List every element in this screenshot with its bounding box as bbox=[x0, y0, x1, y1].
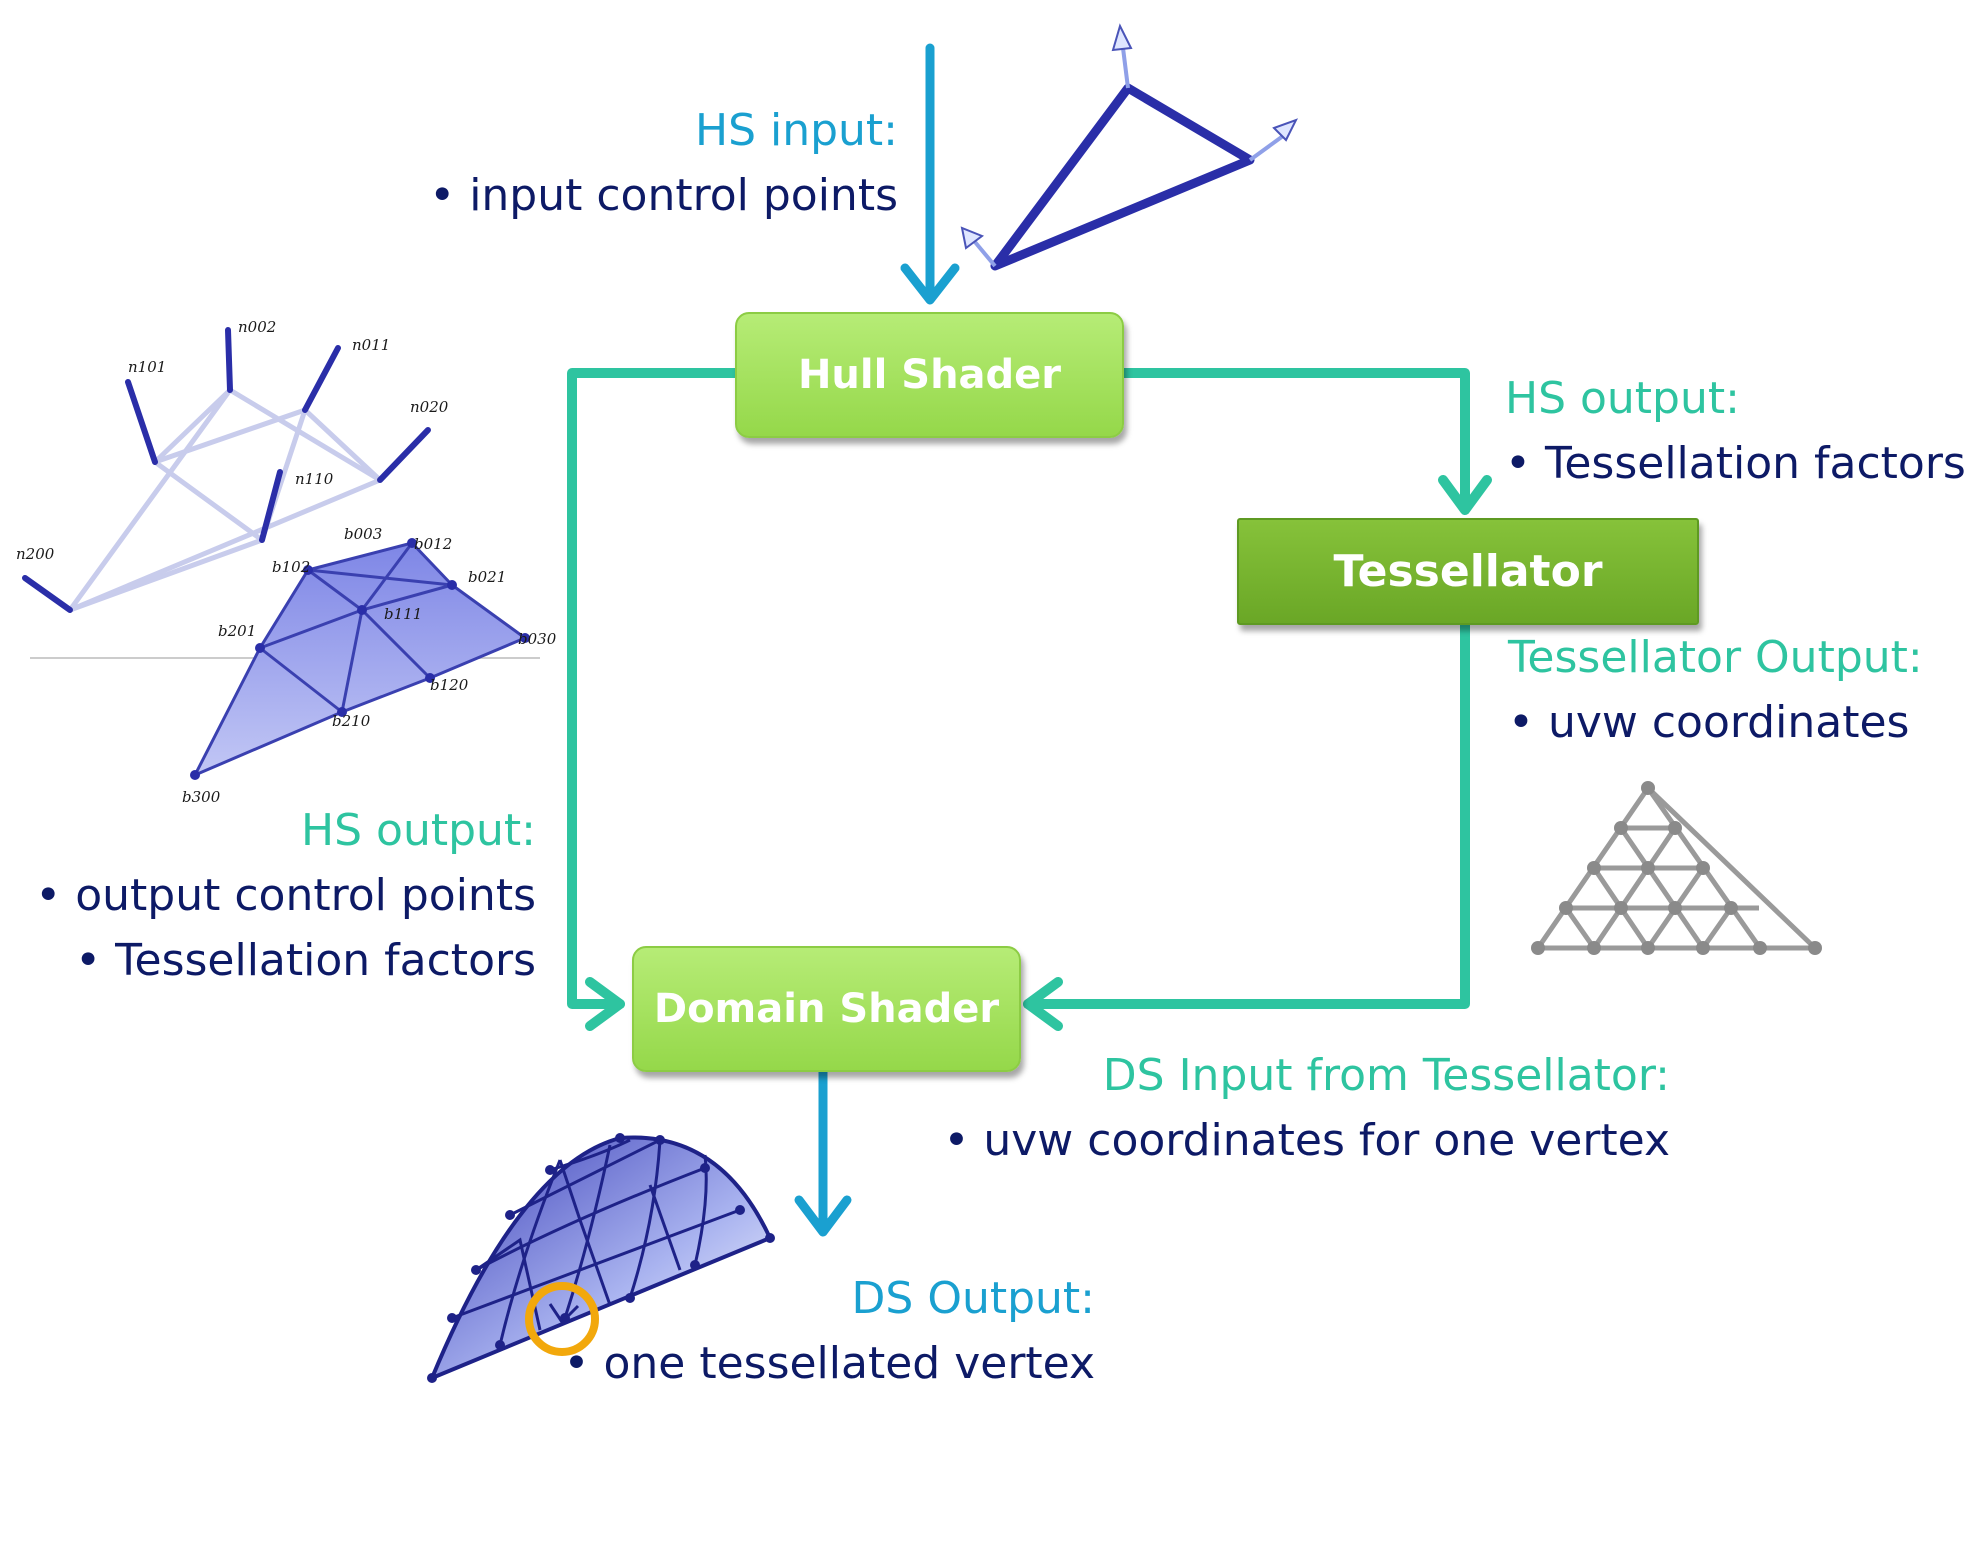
normal-label: n020 bbox=[410, 398, 449, 416]
control-point-label: b102 bbox=[272, 558, 311, 576]
uvw-grid-points bbox=[1531, 781, 1822, 955]
ds-output-arrow bbox=[794, 1067, 852, 1237]
normal-label: n110 bbox=[295, 470, 334, 488]
hull-shader-box: Hull Shader bbox=[735, 312, 1124, 438]
hs-output-left-item: • output control points bbox=[35, 870, 536, 921]
control-point-label: b300 bbox=[182, 788, 221, 806]
tessellator-box: Tessellator bbox=[1237, 518, 1699, 625]
uvw-triangle-grid bbox=[1535, 785, 1818, 951]
normal-label: n200 bbox=[16, 545, 55, 563]
control-point-label: b030 bbox=[518, 630, 557, 648]
control-point-label: b201 bbox=[218, 622, 257, 640]
control-point-label: b111 bbox=[384, 605, 423, 623]
normal-label: n011 bbox=[352, 336, 391, 354]
ds-input-heading: DS Input from Tessellator: bbox=[1102, 1050, 1670, 1101]
normal-label: n002 bbox=[238, 318, 277, 336]
hs-to-tessellator-connector bbox=[1115, 368, 1492, 515]
hull-shader-label: Hull Shader bbox=[797, 352, 1062, 398]
tessellator-output-heading: Tessellator Output: bbox=[1508, 632, 1923, 683]
hs-output-right-heading: HS output: bbox=[1505, 373, 1740, 424]
control-point-label: b012 bbox=[414, 535, 453, 553]
domain-shader-label: Domain Shader bbox=[653, 986, 1000, 1032]
hs-output-right-item: • Tessellation factors bbox=[1505, 438, 1966, 489]
bezier-control-patch bbox=[22, 327, 540, 780]
tessellator-to-domain-connector bbox=[1023, 620, 1470, 1031]
normal-label: n101 bbox=[128, 358, 167, 376]
ds-input-item: • uvw coordinates for one vertex bbox=[943, 1115, 1670, 1166]
hs-output-left-heading: HS output: bbox=[301, 805, 536, 856]
tessellator-output-item: • uvw coordinates bbox=[1508, 697, 1910, 748]
hs-input-arrow bbox=[900, 43, 960, 305]
hs-input-heading: HS input: bbox=[694, 105, 898, 156]
control-point-label: b210 bbox=[332, 712, 371, 730]
control-point-label: b021 bbox=[468, 568, 507, 586]
input-patch-triangle bbox=[960, 23, 1299, 271]
control-point-label: b120 bbox=[430, 676, 469, 694]
tessellator-label: Tessellator bbox=[1333, 546, 1603, 597]
hs-to-domain-connector bbox=[567, 368, 740, 1031]
highlighted-vertex-ring bbox=[525, 1282, 599, 1356]
control-point-label: b003 bbox=[344, 525, 383, 543]
hs-input-item: • input control points bbox=[429, 170, 898, 221]
ds-output-item: • one tessellated vertex bbox=[563, 1338, 1095, 1389]
ds-output-heading: DS Output: bbox=[851, 1273, 1095, 1324]
hs-output-left-item: • Tessellation factors bbox=[75, 935, 536, 986]
tessellated-output-mesh bbox=[427, 1133, 775, 1383]
domain-shader-box: Domain Shader bbox=[632, 946, 1021, 1072]
